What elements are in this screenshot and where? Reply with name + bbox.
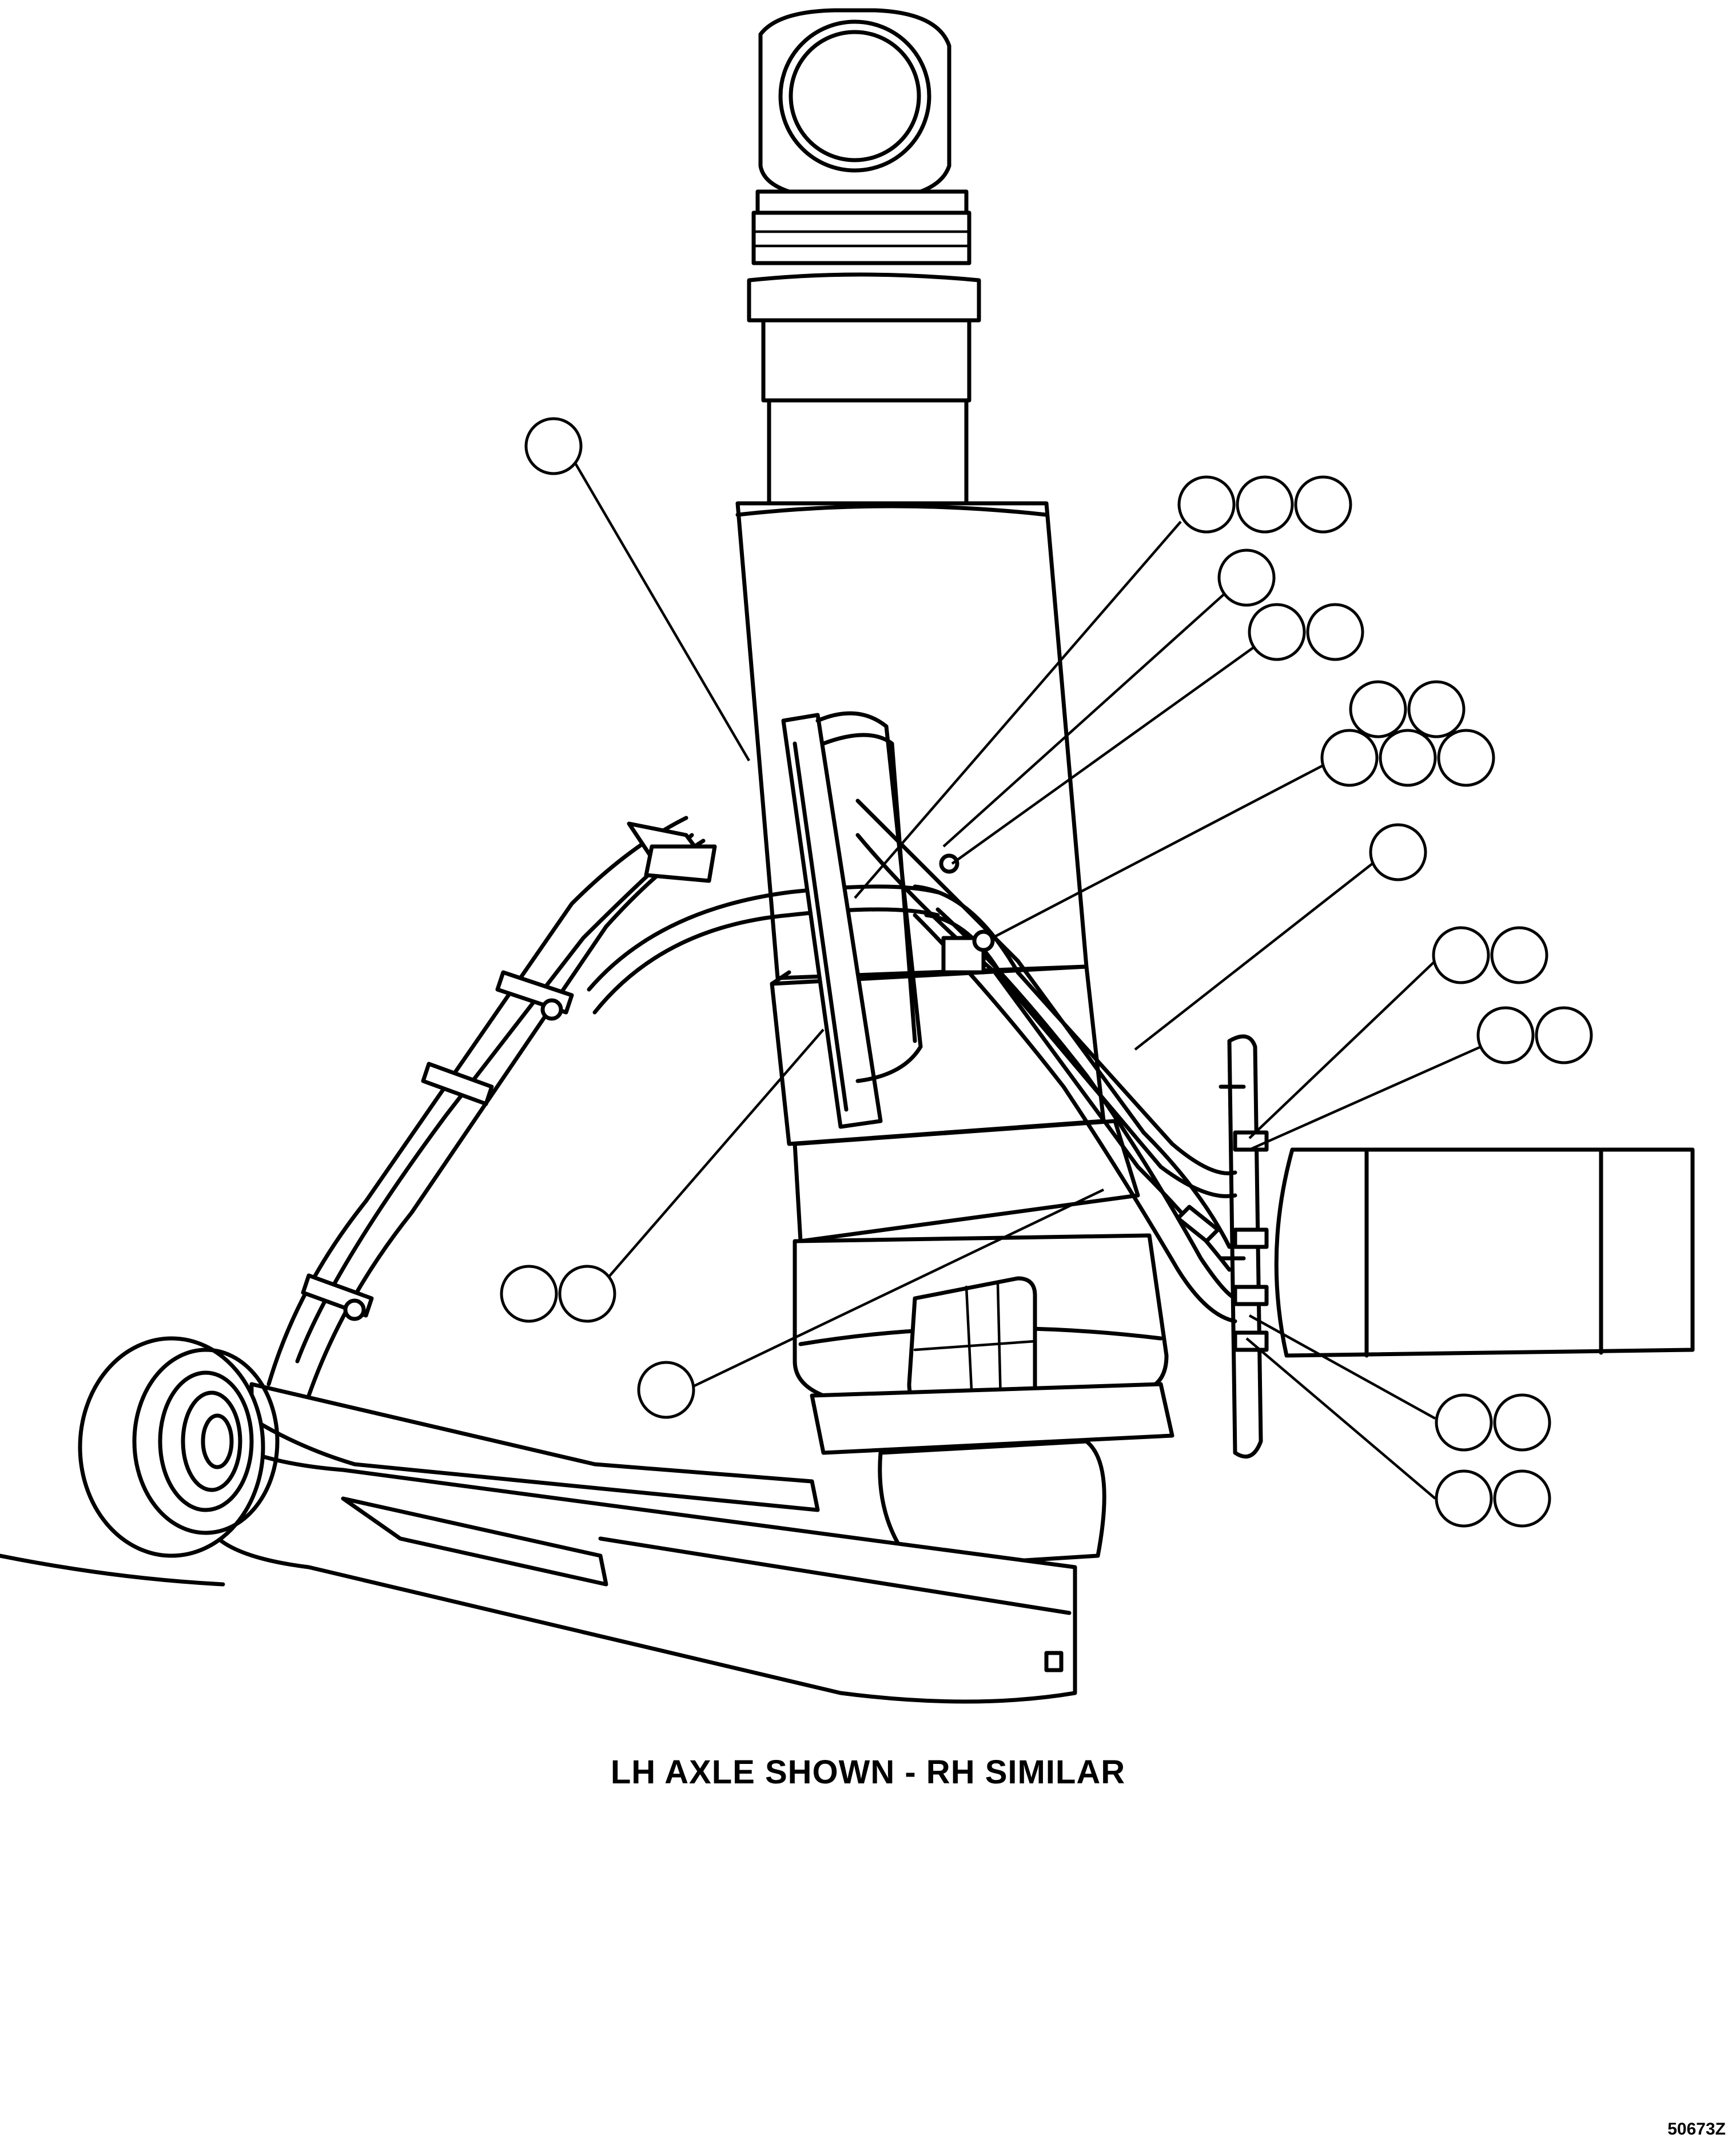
callout-balloon — [558, 1265, 616, 1323]
callout-balloon — [637, 1361, 695, 1419]
callout-balloons — [500, 417, 1593, 1528]
knuckle-base — [793, 1233, 1174, 1569]
hydraulic-lines — [266, 798, 1269, 1398]
knuckle-lower-boss — [878, 1439, 1106, 1569]
callout-balloon — [1476, 1006, 1535, 1064]
callout-balloon — [1493, 1469, 1551, 1528]
callout-balloon — [1369, 823, 1427, 881]
hose-clamp — [941, 936, 986, 975]
strut-eye-bore — [778, 19, 931, 173]
callout-balloon — [1294, 475, 1352, 534]
valve-manifold — [781, 711, 923, 1129]
control-arm — [0, 1336, 1077, 1704]
callout-balloon — [1535, 1006, 1593, 1064]
callout-balloon — [1435, 1469, 1493, 1528]
callout-balloon — [1236, 475, 1294, 534]
callout-balloon — [1490, 926, 1548, 984]
callout-balloon — [500, 1265, 558, 1323]
hose-clamp — [421, 1062, 494, 1106]
callout-balloon — [1217, 549, 1276, 607]
leader-lines — [574, 461, 1482, 1500]
callout-balloon — [1248, 603, 1306, 661]
spindle-tube — [1274, 1147, 1695, 1358]
drawing-caption: LH AXLE SHOWN - RH SIMILAR — [610, 1754, 1126, 1791]
callout-balloon — [1407, 680, 1466, 738]
callout-balloon — [1435, 1393, 1493, 1452]
callout-balloon — [524, 417, 583, 475]
strut-cylinder — [735, 8, 1140, 1243]
arm-lower-beam — [204, 1439, 1077, 1704]
callout-balloon — [1320, 729, 1379, 787]
callout-balloon — [1437, 729, 1495, 787]
strut-rod — [747, 272, 981, 323]
callout-balloon — [1177, 475, 1236, 534]
drawing-number: 50673Z — [1667, 2120, 1726, 2139]
callout-balloon — [1349, 680, 1407, 738]
callout-balloon — [1306, 603, 1364, 661]
callout-balloon — [1432, 926, 1490, 984]
callout-balloon — [1379, 729, 1437, 787]
callout-balloon — [1493, 1393, 1551, 1452]
